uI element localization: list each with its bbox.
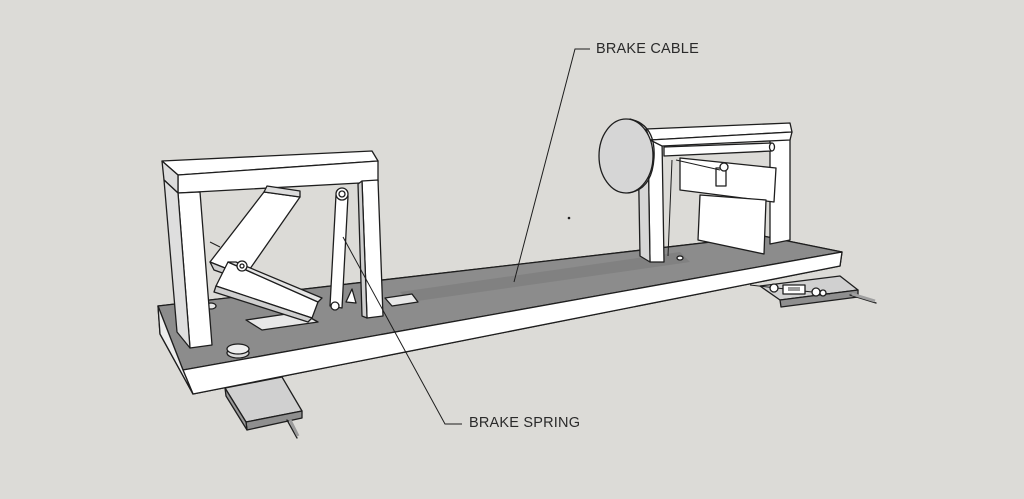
slot-plate-2: [384, 293, 419, 307]
brake-spring-leader: [342, 236, 462, 425]
left-foot-block: [224, 376, 303, 439]
brake-lever: [213, 260, 323, 323]
brake-cable-label: BRAKE CABLE: [596, 41, 699, 57]
base-board: [157, 235, 843, 395]
leader-lines: [342, 48, 590, 425]
dot-marker: [567, 216, 571, 220]
brake-spring-label: BRAKE SPRING: [469, 415, 581, 431]
brake-spring-rod: [329, 187, 357, 311]
brake-disc: [598, 118, 655, 194]
turnbuckle-hardware: [749, 283, 831, 297]
brake-cable-leader: [513, 48, 590, 283]
bolt-head: [226, 343, 250, 359]
pedal-arm: [209, 185, 301, 283]
left-frame: [161, 150, 384, 349]
